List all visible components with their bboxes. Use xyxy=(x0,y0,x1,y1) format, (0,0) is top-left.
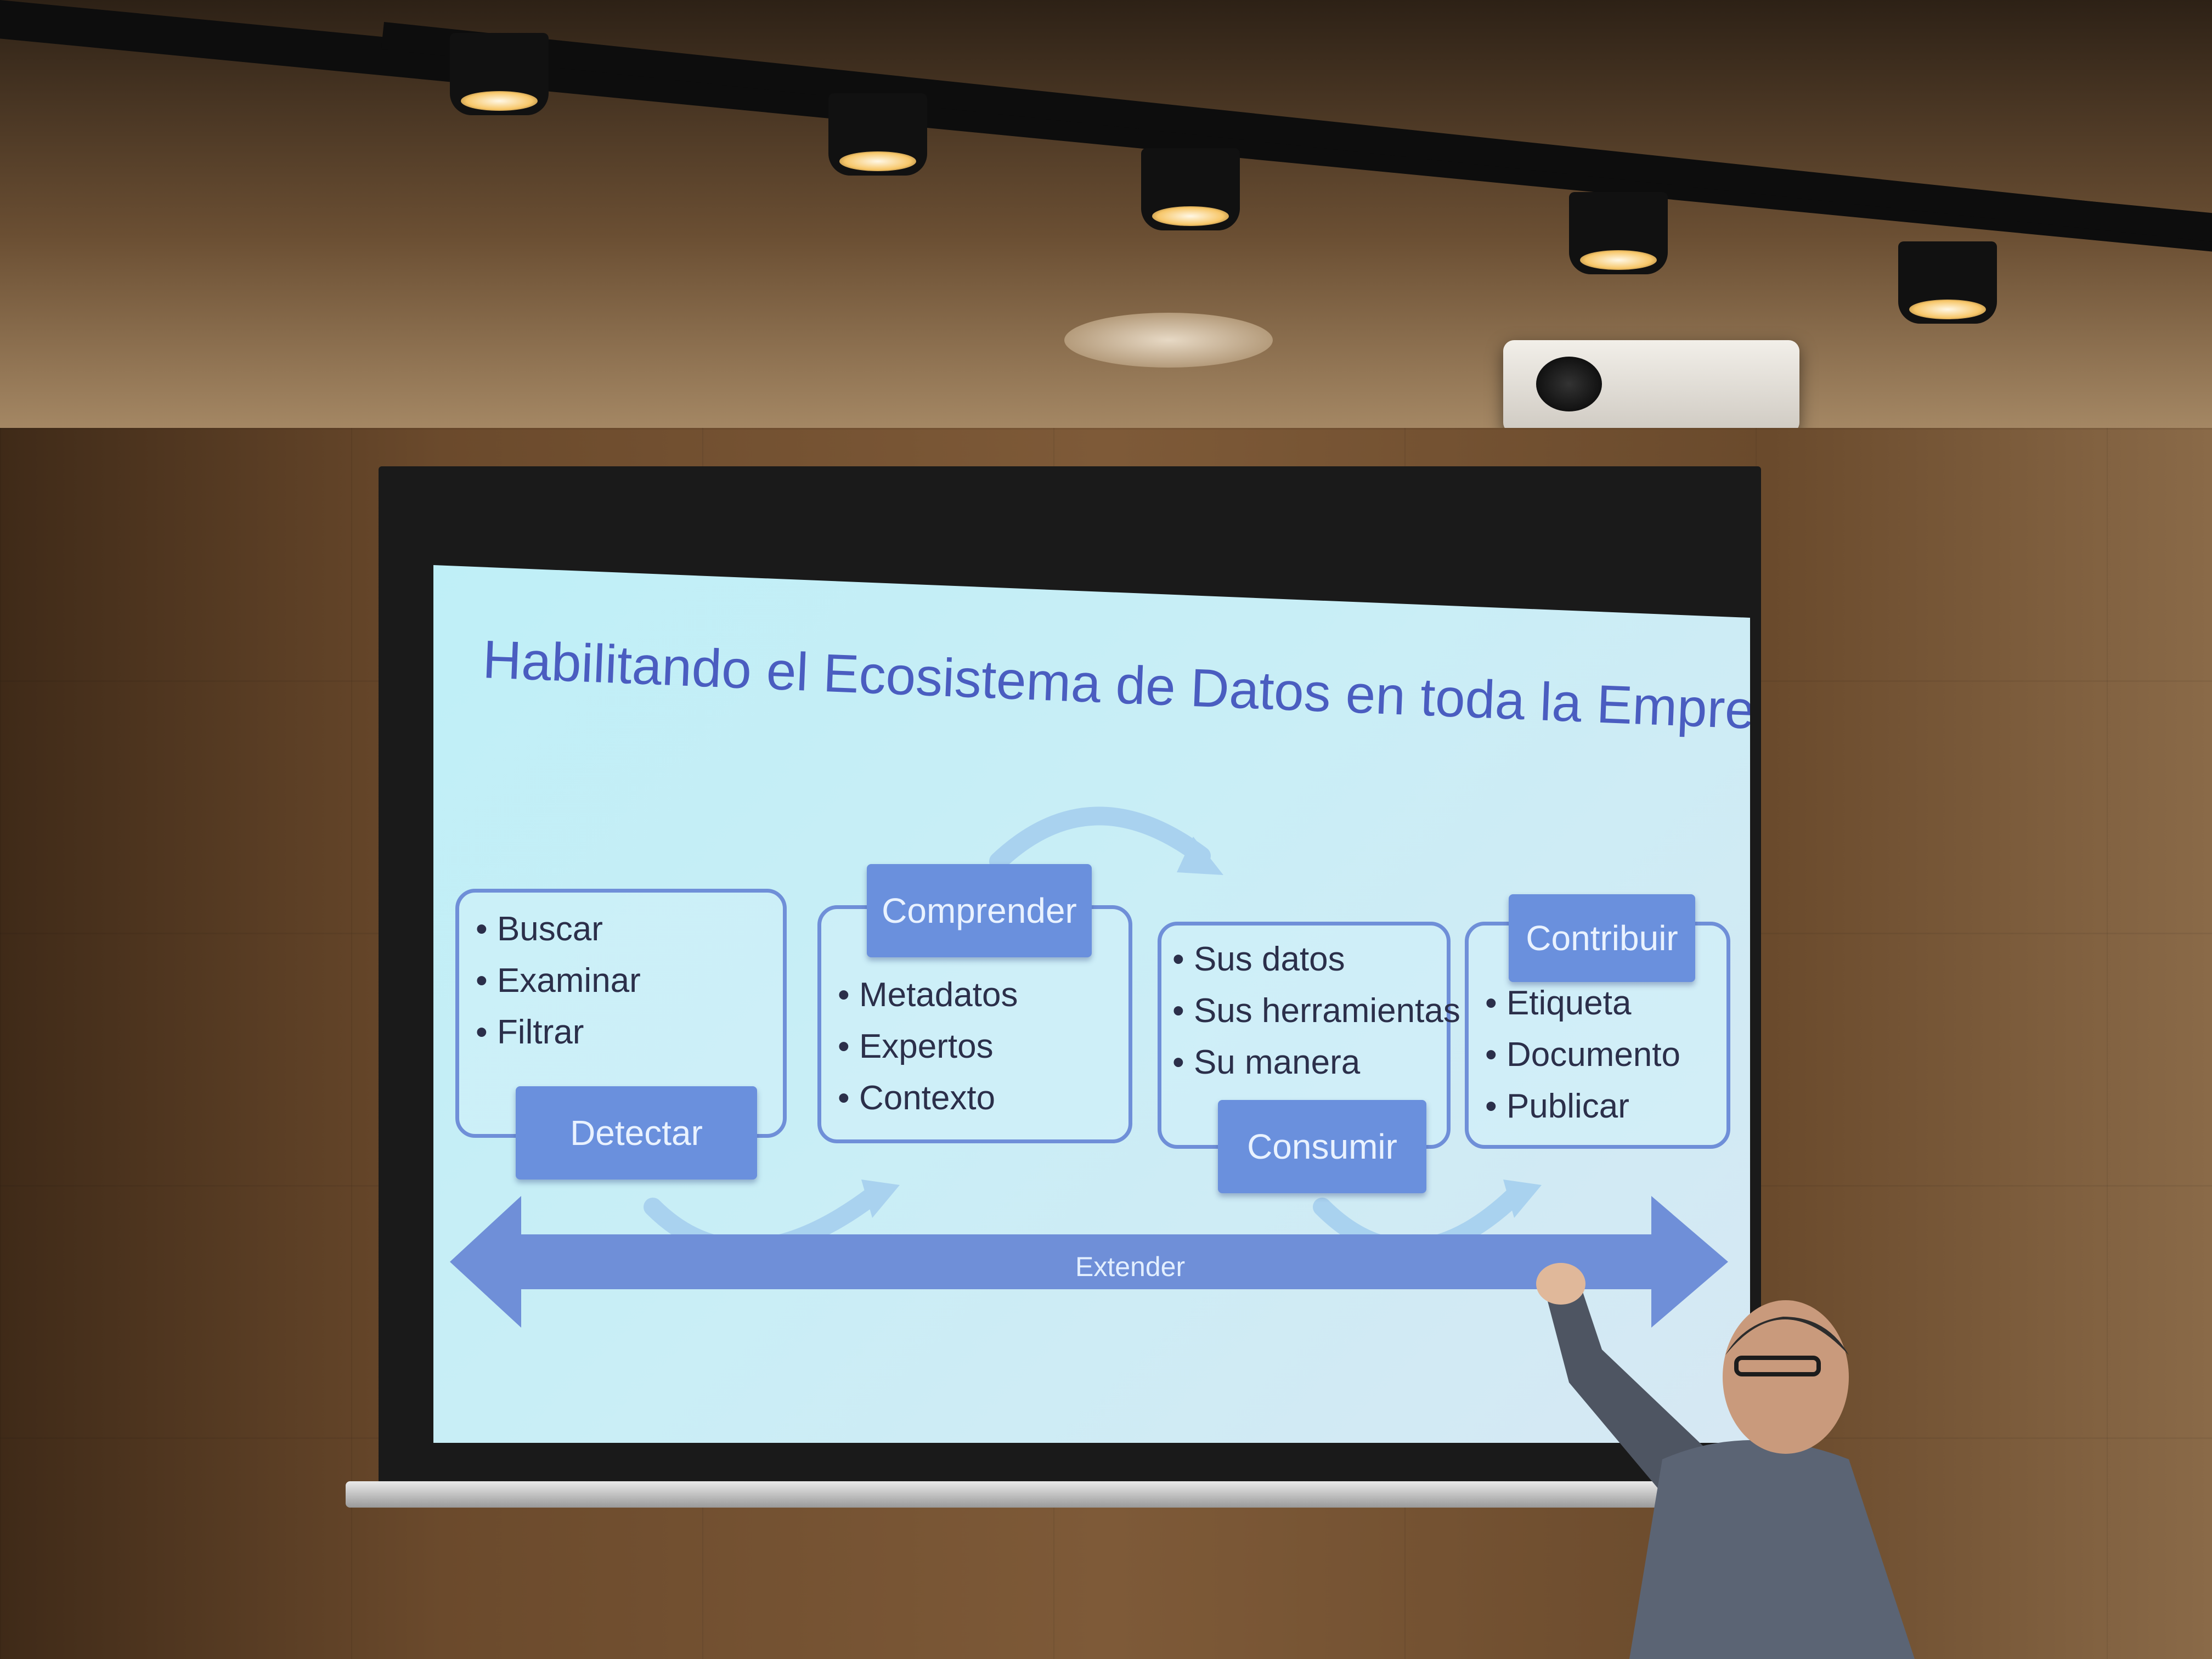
list-item: Etiqueta xyxy=(1485,978,1726,1029)
list-item: Publicar xyxy=(1485,1081,1726,1132)
list-item: Expertos xyxy=(838,1021,1128,1073)
curved-arrow-top xyxy=(989,806,1211,871)
list-item: Contexto xyxy=(838,1073,1128,1124)
projector xyxy=(1503,340,1799,433)
stage-label-detectar: Detectar xyxy=(516,1086,757,1180)
presenter-body xyxy=(1629,1440,1915,1659)
list-item: Metadatos xyxy=(838,969,1128,1021)
slide-graphics xyxy=(450,806,1728,1328)
ceiling-spotlight xyxy=(450,33,549,115)
extender-double-arrow xyxy=(450,1196,1728,1328)
presenter-head xyxy=(1723,1300,1849,1454)
presenter xyxy=(1536,1263,1915,1659)
ceiling-vent xyxy=(1064,313,1273,368)
curved-arrow-head xyxy=(861,1180,900,1218)
list-item: Examinar xyxy=(476,955,783,1007)
presenter-glasses xyxy=(1734,1356,1821,1376)
projected-slide: Habilitando el Ecosistema de Datos en to… xyxy=(433,565,1750,1443)
list-item: Sus herramientas xyxy=(1172,985,1460,1037)
stage-label-consumir: Consumir xyxy=(1218,1100,1426,1193)
presenter-hair xyxy=(1725,1317,1849,1355)
curved-arrow-head xyxy=(1177,837,1223,875)
extender-label: Extender xyxy=(1075,1251,1186,1282)
stage-label-contribuir: Contribuir xyxy=(1509,894,1695,982)
list-item: Documento xyxy=(1485,1029,1726,1081)
list-item: Sus datos xyxy=(1172,934,1447,985)
list-item: Su manera xyxy=(1172,1037,1447,1088)
stage-label-comprender: Comprender xyxy=(867,864,1092,957)
curved-arrow-head xyxy=(1503,1180,1542,1218)
ceiling-spotlight xyxy=(828,93,927,176)
list-item: Buscar xyxy=(476,904,783,955)
presenter-hand xyxy=(1536,1263,1585,1305)
screen-bottom-bar xyxy=(346,1481,1794,1508)
list-item: Filtrar xyxy=(476,1007,783,1058)
ceiling-spotlight xyxy=(1569,192,1668,274)
ceiling-spotlight xyxy=(1898,241,1997,324)
ceiling-spotlight xyxy=(1141,148,1240,230)
